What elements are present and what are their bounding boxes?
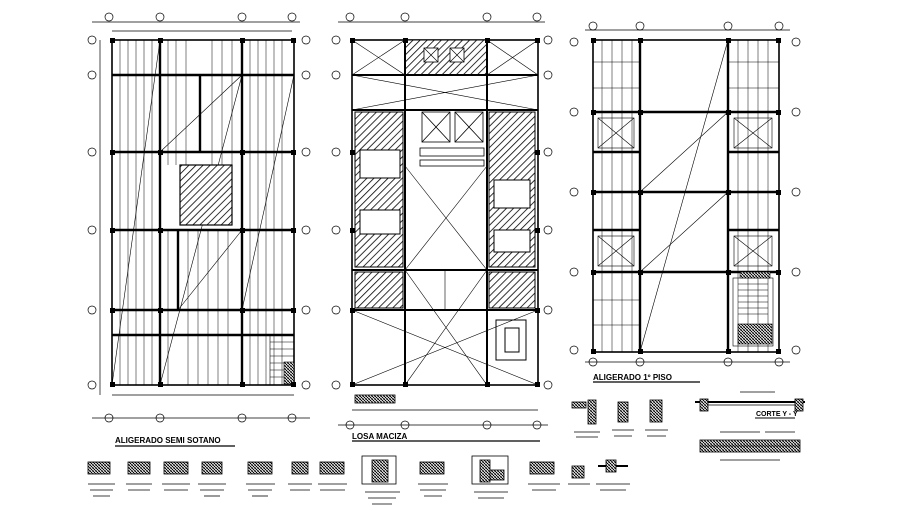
plan-losa-maciza [331,12,553,442]
slab-diagonals [597,39,773,353]
hatched-bay-left-low [354,271,404,309]
stair [269,334,295,386]
plan-title-losa-maciza: LOSA MACIZA [352,432,407,441]
axis-bubbles-left [87,35,311,395]
plan-primer-piso [569,21,801,383]
central-openings [419,111,485,167]
axis-bubbles-left [331,35,553,390]
axis-bubbles-top [92,12,300,32]
slab-outline [111,39,295,386]
slab-diagonals [111,39,295,386]
axis-bubbles-bottom [585,357,790,367]
hatched-bay-right-low [488,271,536,309]
section-corte-y-y [695,391,805,461]
plan-title-primer-piso: ALIGERADO 1º PISO [593,373,672,382]
stair [732,271,774,347]
axis-bubbles-left [569,37,801,355]
plan-title-semi-sotano: ALIGERADO SEMI SOTANO [115,436,221,445]
beams [352,40,538,385]
axis-bubbles-bottom [92,394,310,423]
columns [110,38,296,387]
stair-core [495,319,527,361]
joists [593,40,779,352]
slab-diagonals [351,39,539,386]
columns [350,38,540,387]
axis-bubbles-top [585,21,790,31]
column-details-bottom [87,455,630,505]
hatched-bay-left [354,111,404,268]
axis-bubbles-top [338,12,545,23]
plan-semi-sotano [87,12,311,447]
slab-outline [592,39,780,353]
beam-details-middle [571,399,668,438]
beams [593,40,779,352]
columns [591,38,781,354]
section-title: CORTE Y - Y [756,411,798,418]
beams [112,40,294,385]
hatched-sill [354,394,396,404]
axis-bubbles-bottom [338,409,548,430]
top-hatch-strip [404,39,488,76]
hatched-void [179,164,233,226]
